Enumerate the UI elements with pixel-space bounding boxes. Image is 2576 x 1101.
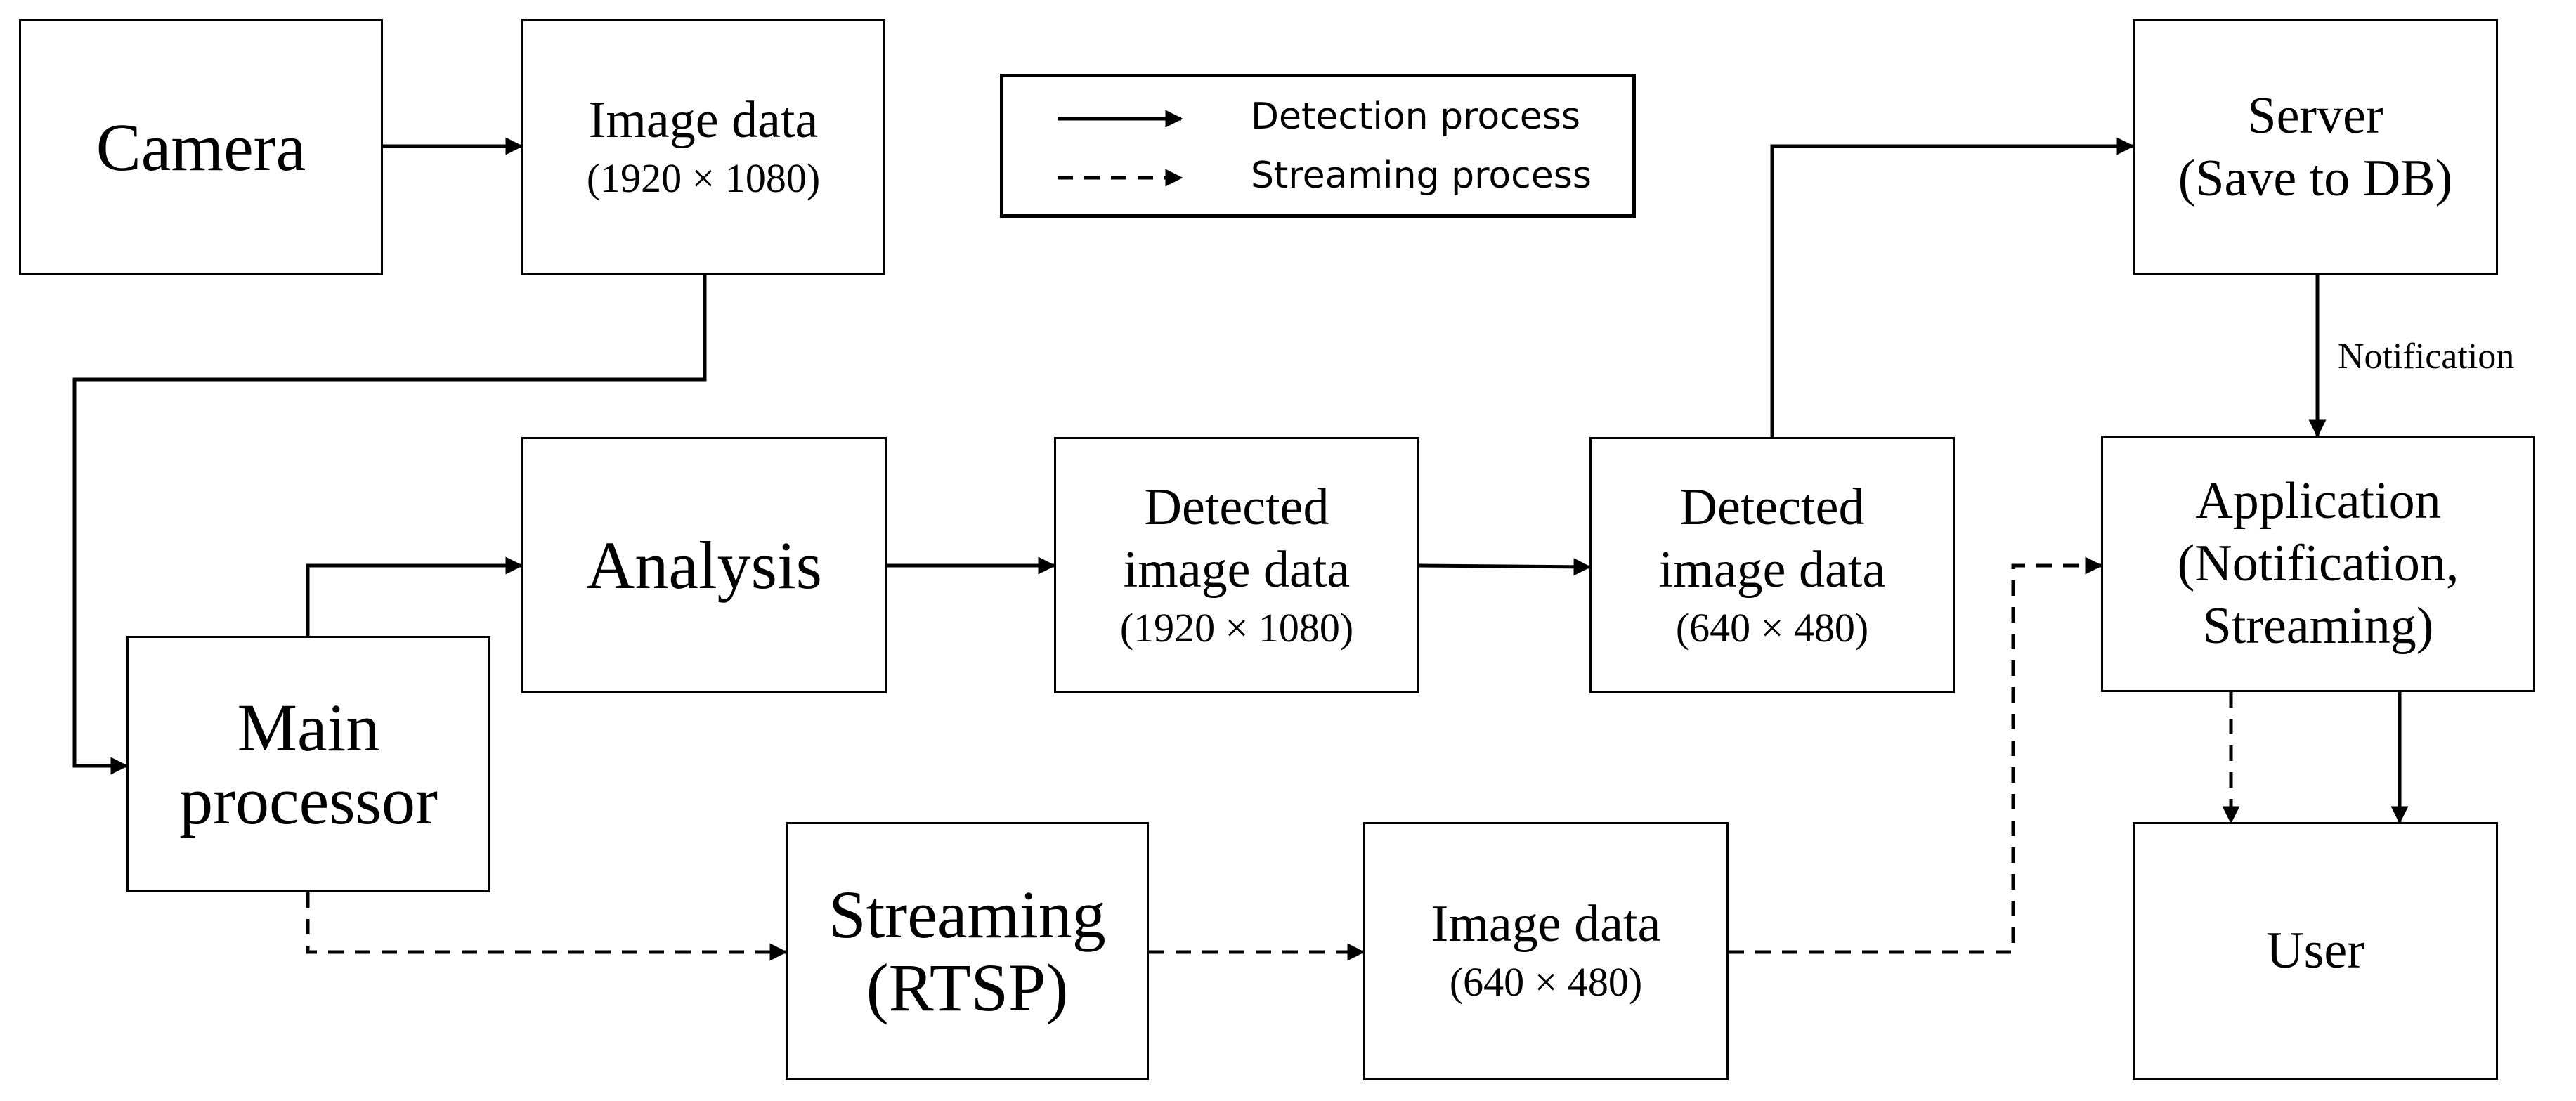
- arrow-detected-hd-to-detected-sd: [1419, 558, 1592, 576]
- arrow-image-data-to-main-processor: [72, 275, 707, 775]
- detected-sd-size: (640 × 480): [1675, 604, 1869, 651]
- application-label-line3: Streaming): [2202, 597, 2434, 655]
- image-data-sd-node: Image data (640 × 480): [1363, 822, 1729, 1080]
- server-sublabel: (Save to DB): [2178, 149, 2453, 207]
- legend-detection-label: Detection process: [1251, 96, 1580, 138]
- camera-node: Camera: [19, 19, 383, 275]
- camera-label: Camera: [96, 109, 306, 185]
- streaming-node: Streaming (RTSP): [786, 822, 1149, 1080]
- streaming-label-line1: Streaming: [828, 876, 1106, 952]
- server-label: Server: [2247, 86, 2383, 145]
- image-data-hd-label: Image data: [588, 91, 819, 150]
- detected-hd-size: (1920 × 1080): [1119, 604, 1354, 651]
- image-data-sd-size: (640 × 480): [1449, 959, 1643, 1005]
- main-processor-node: Main processor: [126, 636, 490, 892]
- image-data-sd-label: Image data: [1431, 895, 1661, 953]
- detected-image-hd-node: Detected image data (1920 × 1080): [1054, 437, 1419, 693]
- application-node: Application (Notification, Streaming): [2101, 436, 2535, 692]
- main-processor-label-line2: processor: [179, 762, 438, 838]
- analysis-node: Analysis: [521, 437, 887, 693]
- arrow-detected-sd-to-server: [1770, 137, 2135, 437]
- server-node: Server (Save to DB): [2133, 19, 2498, 275]
- arrow-image-data-sd-to-application: [1729, 556, 2103, 954]
- legend-streaming-label: Streaming process: [1251, 155, 1592, 197]
- user-node: User: [2133, 822, 2498, 1080]
- arrow-main-processor-to-streaming: [306, 892, 788, 961]
- detected-hd-label-line1: Detected: [1144, 478, 1329, 536]
- detected-sd-label-line2: image data: [1658, 540, 1886, 599]
- detected-sd-label-line1: Detected: [1679, 478, 1865, 536]
- application-label-line2: (Notification,: [2177, 535, 2459, 593]
- application-label-line1: Application: [2195, 472, 2441, 530]
- image-data-hd-size: (1920 × 1080): [586, 155, 821, 202]
- analysis-label: Analysis: [586, 527, 822, 603]
- streaming-label-line2: (RTSP): [866, 949, 1069, 1025]
- legend: Detection process Streaming process: [1000, 74, 1636, 218]
- main-processor-label-line1: Main: [237, 689, 380, 765]
- detected-image-sd-node: Detected image data (640 × 480): [1589, 437, 1955, 693]
- user-label: User: [2266, 922, 2364, 980]
- notification-edge-label: Notification: [2338, 337, 2515, 377]
- detected-hd-label-line2: image data: [1123, 540, 1351, 599]
- arrow-main-processor-to-analysis: [306, 556, 523, 636]
- image-data-hd-node: Image data (1920 × 1080): [521, 19, 885, 275]
